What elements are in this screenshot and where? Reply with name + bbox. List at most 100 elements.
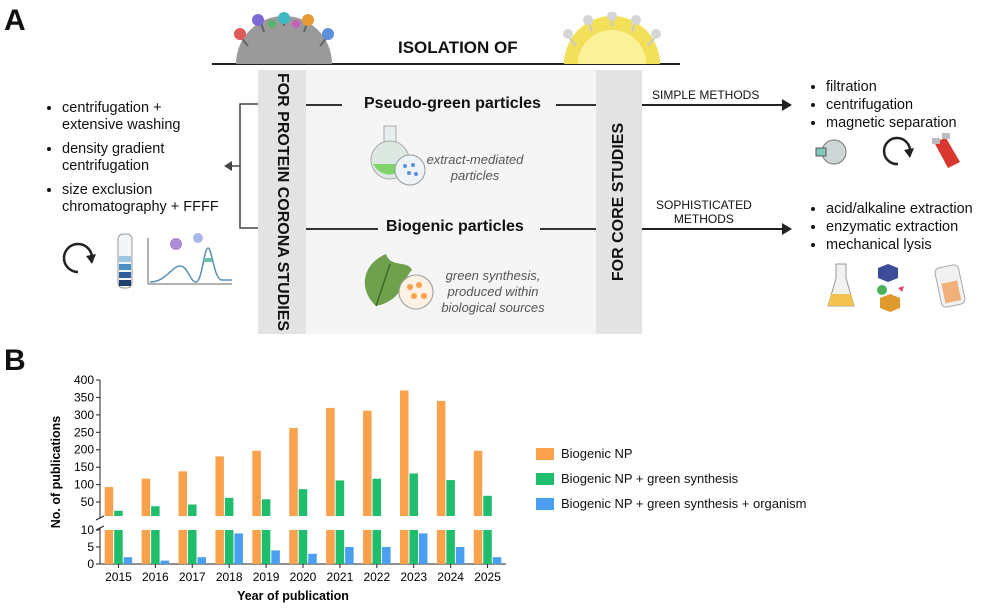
bar-1 [252,530,261,564]
bar-1-upper [436,400,446,516]
core-studies-label: FOR CORE STUDIES [610,122,627,282]
simple-methods-icons [815,133,960,168]
y-tick-label: 5 [87,540,94,554]
biogenic-title: Biogenic particles [386,218,524,235]
core-column [596,70,642,334]
sophisticated-methods-icons [827,263,966,312]
pseudo-caption: extract-mediated particles [426,152,524,183]
biogenic-line-right [540,228,596,230]
biogenic-line-left [306,228,378,230]
bar-3 [455,547,465,564]
bar-2 [446,530,455,564]
bar-2 [261,530,271,564]
x-tick-label: 2017 [179,570,206,584]
sophisticated-method-item: enzymatic extraction [826,218,982,236]
bar-1-upper [104,487,114,516]
bar-1-upper [215,456,224,516]
y-tick-label: 0 [87,557,94,571]
axis-break-mark [95,525,105,531]
header-title: ISOLATION OF [398,38,518,57]
sophisticated-methods-label: SOPHISTICATED METHODS [656,198,752,226]
sophisticated-arrow [642,228,784,230]
biogenic-caption: green synthesis, produced within biologi… [441,268,545,315]
bar-2-upper [409,473,418,516]
bar-3 [123,557,133,564]
pseudo-line-left [306,104,342,106]
virus-core-icon [563,12,661,64]
simple-method-item: magnetic separation [826,114,982,132]
bar-1-upper [289,428,298,516]
y-tick-label: 250 [74,425,94,439]
bar-1 [326,530,335,564]
legend: Biogenic NP Biogenic NP + green synthesi… [536,446,806,511]
sophisticated-method-item: mechanical lysis [826,236,982,254]
bar-1 [399,530,409,564]
bar-1-upper [473,450,483,516]
bar-1 [178,530,188,564]
sophisticated-methods-list: acid/alkaline extraction enzymatic extra… [808,200,982,254]
legend-item: Biogenic NP [536,446,806,461]
x-tick-label: 2020 [290,570,317,584]
bar-3 [418,533,428,564]
bar-1-upper [141,478,151,516]
y-tick-label: 400 [74,373,94,387]
bar-1 [104,530,114,564]
left-method-item: centrifugation +extensive washing [62,100,242,134]
bar-1-upper [326,407,335,516]
bar-1 [141,530,151,564]
protein-corona-column [258,70,306,334]
bar-2-upper [188,504,197,516]
bar-1-upper [252,450,261,516]
simple-method-item: filtration [826,78,982,96]
x-tick-label: 2016 [142,570,169,584]
pseudo-title: Pseudo-green particles [364,95,541,112]
panel-b-label: B [4,344,26,377]
flask-icon [370,125,426,186]
bar-2 [298,530,308,564]
x-tick-label: 2021 [327,570,354,584]
protein-corona-label: FOR PROTEIN CORONA STUDIES [274,72,291,332]
sophisticated-method-item: acid/alkaline extraction [826,200,982,218]
bar-1 [215,530,224,564]
bar-2 [188,530,197,564]
x-tick-label: 2024 [437,570,464,584]
x-tick-label: 2023 [400,570,427,584]
simple-arrow [642,104,784,106]
bar-1-upper [399,390,409,516]
legend-swatch [536,447,554,460]
x-tick-label: 2015 [105,570,132,584]
bar-3 [271,550,280,564]
y-tick-label: 10 [81,523,95,537]
y-tick-label: 200 [74,443,94,457]
bar-1 [473,530,483,564]
bar-2-upper [224,497,234,516]
bar-3 [234,533,243,564]
panel-a-label: A [4,4,26,37]
y-axis-title: No. of publications [49,416,63,529]
axis-break-mark [95,515,105,521]
leaf-icon [364,254,434,310]
bar-3 [160,560,170,564]
bar-2-upper [372,478,382,516]
bar-2 [372,530,382,564]
bar-2-upper [483,495,492,516]
bar-2 [409,530,418,564]
bar-2-upper [114,510,123,516]
center-box [258,70,640,334]
bar-2 [114,530,123,564]
bar-1-upper [363,410,372,516]
sophisticated-arrowhead [782,223,792,235]
y-tick-label: 350 [74,390,94,404]
simple-methods-list: filtration centrifugation magnetic separ… [808,78,982,132]
legend-swatch [536,497,554,510]
bar-2-upper [335,480,345,516]
x-tick-label: 2019 [253,570,280,584]
legend-item: Biogenic NP + green synthesis [536,471,806,486]
bar-2-upper [151,506,160,516]
bar-1 [289,530,298,564]
x-tick-label: 2022 [363,570,390,584]
simple-arrowhead [782,99,792,111]
